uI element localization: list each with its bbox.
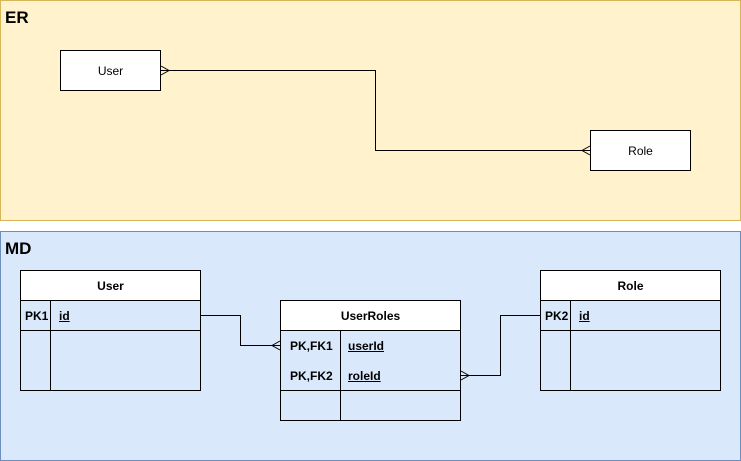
md-userroles-field-cell: roleId	[348, 369, 381, 383]
er-entity-user-label: User	[97, 63, 124, 78]
md-table-role-column-divider	[570, 301, 571, 390]
crow-foot-icon	[160, 65, 171, 76]
md-table-role-row: PK2 id	[541, 301, 720, 331]
er-entity-role-label: Role	[628, 143, 653, 158]
md-table-user-row-divider	[21, 330, 200, 331]
crow-foot-icon	[270, 340, 281, 351]
crow-foot-icon	[460, 370, 471, 381]
md-table-user-column-divider	[50, 301, 51, 390]
md-table-userroles-row: PK,FK1 userId	[281, 331, 460, 361]
md-table-user-header: User	[21, 271, 200, 301]
er-section-title: ER	[5, 8, 29, 27]
md-section-title: MD	[5, 239, 32, 258]
er-relationship-connector[interactable]	[160, 65, 591, 156]
er-entity-role[interactable]: Role	[590, 130, 691, 171]
md-table-role-row-divider	[541, 330, 720, 331]
er-diagram-section: ER	[0, 0, 741, 221]
md-userroles-field-cell: userId	[348, 339, 385, 353]
er-entity-user[interactable]: User	[60, 50, 161, 91]
md-table-user-row: PK1 id	[21, 301, 200, 331]
md-table-userroles-row: PK,FK2 roleId	[281, 361, 460, 391]
md-role-key-cell: PK2	[545, 309, 569, 323]
md-table-userroles[interactable]: UserRoles PK,FK1 userId PK,FK2 roleId	[280, 300, 461, 421]
crow-foot-icon	[580, 145, 591, 156]
md-userroles-key-cell: PK,FK2	[290, 369, 333, 383]
md-table-role[interactable]: Role PK2 id	[540, 270, 721, 391]
md-user-key-cell: PK1	[25, 309, 49, 323]
md-user-fk-connector[interactable]	[201, 315, 281, 351]
md-user-field-cell: id	[59, 309, 70, 323]
md-table-role-header: Role	[541, 271, 720, 301]
md-role-fk-connector[interactable]	[460, 315, 540, 381]
md-table-userroles-column-divider	[340, 331, 341, 420]
md-table-userroles-row-divider	[281, 390, 460, 391]
md-userroles-key-cell: PK,FK1	[290, 339, 333, 353]
md-table-userroles-header: UserRoles	[281, 301, 460, 331]
md-role-field-cell: id	[579, 309, 590, 323]
md-table-user[interactable]: User PK1 id	[20, 270, 201, 391]
